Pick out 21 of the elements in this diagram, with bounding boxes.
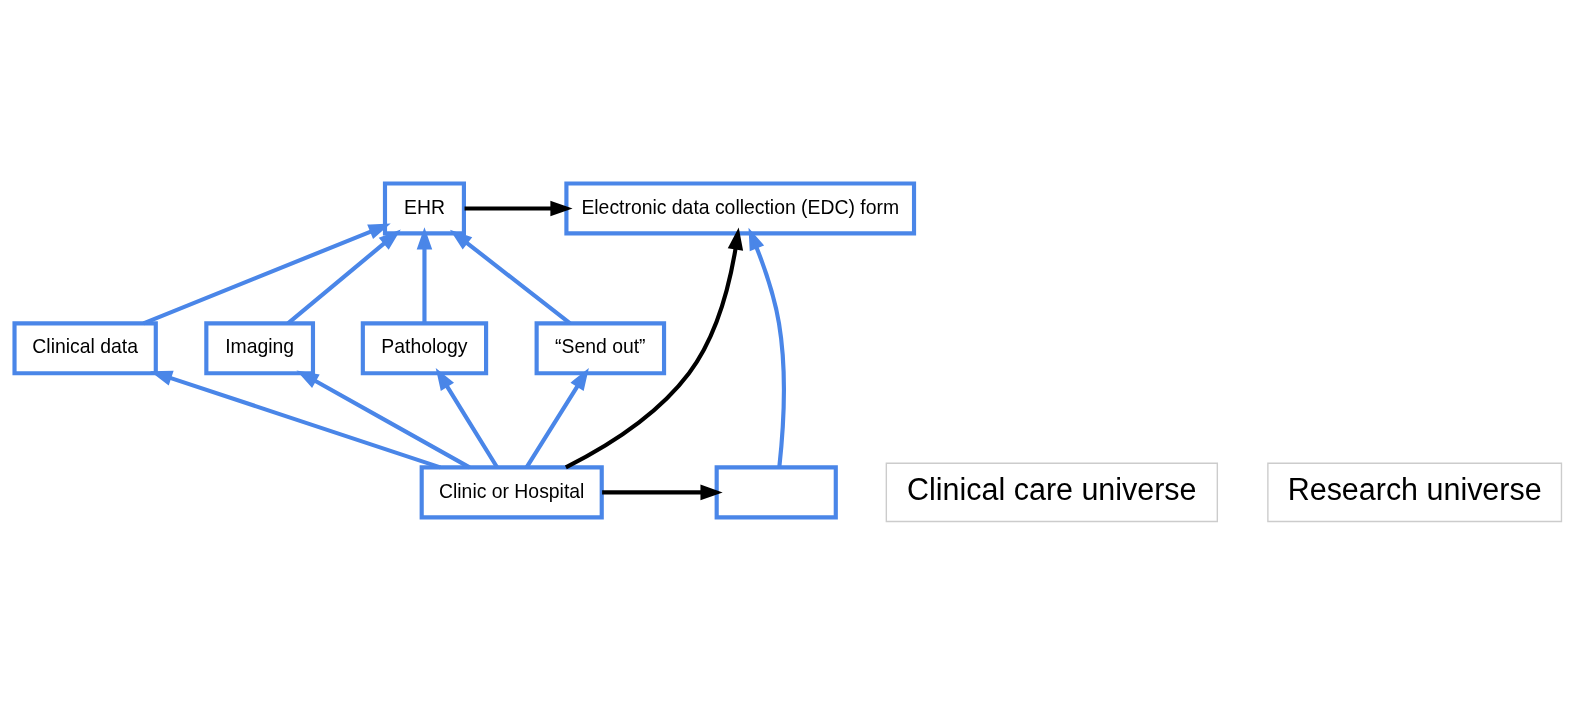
node-box [714,465,838,520]
arrow [464,200,573,217]
node-box: Electronic data collection (EDC) form [564,181,917,236]
arrow [286,229,401,325]
arrow [150,370,441,470]
arrow [748,227,786,468]
node-box: Pathology [360,321,489,376]
node-box: EHR [382,181,466,236]
node-box: Clinic or Hospital [419,465,604,520]
arrow [142,223,391,326]
node-box: Clinical data [12,321,158,376]
arrow [296,370,471,470]
arrow [435,368,499,469]
node-box: Clinical care universe [885,462,1218,523]
arrow [416,227,433,324]
arrow [525,368,589,469]
arrow [602,484,723,501]
node-box: “Send out” [534,321,667,376]
node-box: Research universe [1267,462,1563,523]
node-box: Imaging [204,321,316,376]
arrow [564,227,744,470]
